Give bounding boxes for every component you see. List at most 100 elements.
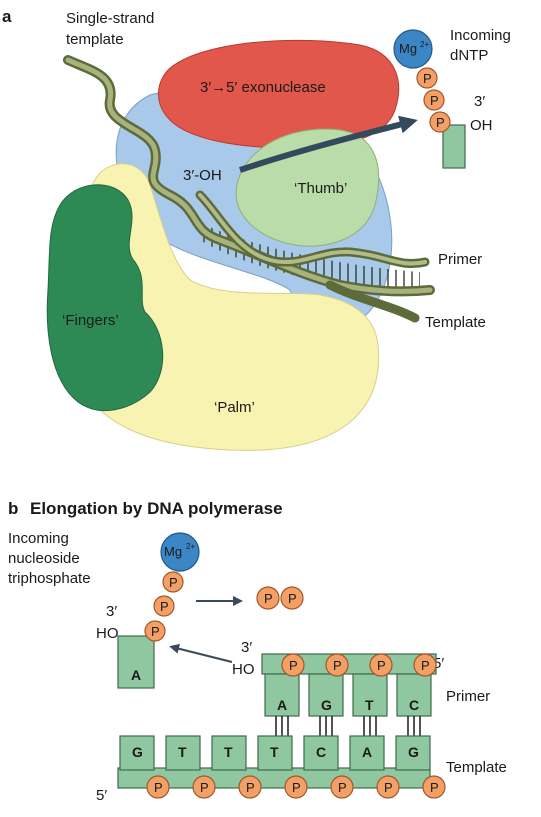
phosphate-b-beta (153, 595, 175, 617)
phosphate-b-alpha (144, 620, 166, 642)
five-prime-template: 5′ (96, 787, 107, 804)
primer-phosphate (281, 653, 305, 677)
five-prime-primer: 5′ (433, 655, 444, 672)
template-label-b: Template (446, 759, 507, 776)
phosphate-alpha (429, 111, 451, 133)
phosphate-beta (423, 89, 445, 111)
template-label-a: Template (425, 314, 486, 331)
p-label-b2: P (160, 599, 169, 614)
template-phosphate (376, 775, 400, 799)
template-phosphate (284, 775, 308, 799)
oh-label-a: OH (470, 117, 493, 134)
template-phosphate-label: P (430, 780, 439, 795)
template-phosphate-label: P (154, 780, 163, 795)
template-base: A (362, 744, 372, 760)
mg-charge-a: 2+ (420, 40, 429, 49)
primer-base: C (409, 697, 419, 713)
ho-primer: HO (232, 661, 255, 678)
template-phosphate-label: P (246, 780, 255, 795)
template-nucleotide (303, 735, 339, 771)
primer-phosphate (413, 653, 437, 677)
template-phosphate (330, 775, 354, 799)
panel-b-letter: b (8, 499, 18, 518)
p-label-b3: P (151, 624, 160, 639)
ho-incoming: HO (96, 625, 119, 642)
template-phosphate (146, 775, 170, 799)
thumb-label: ‘Thumb’ (294, 180, 347, 197)
p-label-a1: P (423, 71, 432, 86)
incoming-base: A (131, 667, 141, 683)
mg-charge-b: 2+ (186, 542, 195, 551)
template-nucleotide (395, 735, 431, 771)
single-strand-template-label-1: Single-strand (66, 10, 154, 27)
primer-phosphate-label: P (377, 658, 386, 673)
primer-phosphate-label: P (289, 658, 298, 673)
incoming-nucleotide-b: Mg 2+ P P P 3′ HO A (96, 532, 200, 689)
template-base: G (408, 744, 419, 760)
template-phosphate-label: P (200, 780, 209, 795)
three-prime-primer: 3′ (241, 639, 252, 656)
ppi-phosphate-2 (280, 586, 304, 610)
template-base: C (316, 744, 326, 760)
primer-phosphate (325, 653, 349, 677)
template-nucleotide (349, 735, 385, 771)
phosphate-b-gamma (162, 571, 184, 593)
single-strand-template-label-2: template (66, 31, 124, 48)
mg-label-a: Mg (399, 41, 417, 56)
ppi-p-2: P (288, 591, 297, 606)
template-nucleotide (257, 735, 293, 771)
panel-b-title: Elongation by DNA polymerase (30, 499, 283, 518)
primer-nucleotide (308, 673, 344, 717)
primer-nucleotide (396, 673, 432, 717)
template-nucleotide (211, 735, 247, 771)
template-phosphate (422, 775, 446, 799)
template-base: T (224, 744, 233, 760)
incoming-nts-label-1: Incoming (8, 530, 69, 547)
primer-base: G (321, 697, 332, 713)
incoming-dntp-label-1: Incoming (450, 27, 511, 44)
ppi-phosphate-1 (256, 586, 280, 610)
ppi-p-1: P (264, 591, 273, 606)
phosphate-gamma (416, 67, 438, 89)
panel-a: a Single-strand template 3′→5′ exonuclea… (2, 7, 511, 451)
template-nucleotide (119, 735, 155, 771)
primer-label-a: Primer (438, 251, 482, 268)
mg-ion-b (160, 532, 200, 572)
template-phosphate (238, 775, 262, 799)
three-prime-label-a: 3′ (474, 93, 485, 110)
template-phosphate-label: P (292, 780, 301, 795)
primer-nucleotide (264, 673, 300, 717)
template-phosphate-label: P (384, 780, 393, 795)
incoming-dntp-label-2: dNTP (450, 47, 488, 64)
fingers-domain (46, 184, 164, 412)
incoming-nts-label-3: triphosphate (8, 570, 91, 587)
primer-base: A (277, 697, 287, 713)
template-phosphate-label: P (338, 780, 347, 795)
incoming-nts-label-2: nucleoside (8, 550, 80, 567)
primer-phosphate (369, 653, 393, 677)
panel-b: b Elongation by DNA polymerase Incoming … (8, 499, 507, 804)
incoming-sugar-block (117, 635, 155, 689)
sugar-block-a (442, 124, 466, 169)
fingers-label: ‘Fingers’ (62, 312, 119, 329)
incoming-dntp-a: Mg 2+ P P P 3′ OH (393, 29, 493, 169)
pyrophosphate: P P (256, 586, 304, 610)
three-oh-label: 3′-OH (183, 167, 222, 184)
template-phosphate (192, 775, 216, 799)
template-tail (325, 280, 420, 323)
attack-arrow-b (169, 643, 233, 663)
primer-base: T (365, 697, 374, 713)
p-label-a2: P (430, 93, 439, 108)
template-base: T (178, 744, 187, 760)
p-label-b1: P (169, 575, 178, 590)
mg-label-b: Mg (164, 544, 182, 559)
template-base: G (132, 744, 143, 760)
nucleophilic-attack-arrow (239, 115, 418, 173)
p-label-a3: P (436, 115, 445, 130)
three-prime-incoming: 3′ (106, 603, 117, 620)
template-nucleotide (165, 735, 201, 771)
mg-ion-a (393, 29, 433, 69)
